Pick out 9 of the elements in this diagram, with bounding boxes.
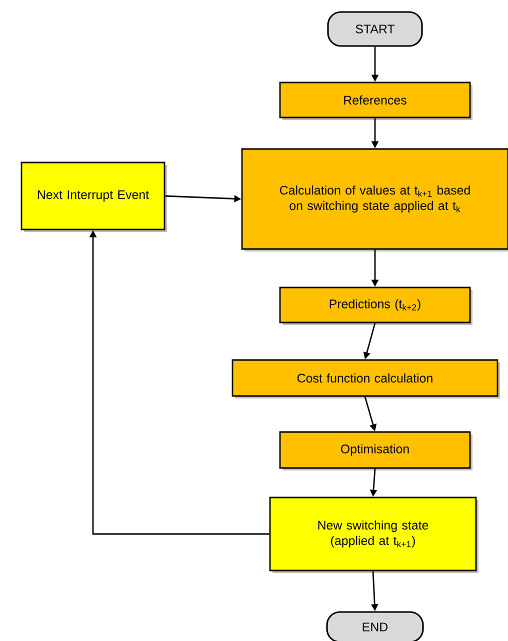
terminal-pill: END <box>326 611 424 641</box>
process-box: References <box>279 82 472 120</box>
process-box: New switching state (applied at t$_{k+1}$) <box>269 496 478 573</box>
process-box: Optimisation <box>279 431 472 470</box>
process-box: Predictions (t$_{k+2}$) <box>279 286 472 325</box>
process-box: Next Interrupt Event <box>20 162 167 232</box>
terminal-pill: START <box>327 11 423 47</box>
process-box: Calculation of values at t$_{k+1}$ based on switching state applied at t$_{k}$ <box>241 148 508 252</box>
process-box: Cost function calculation <box>232 359 500 398</box>
